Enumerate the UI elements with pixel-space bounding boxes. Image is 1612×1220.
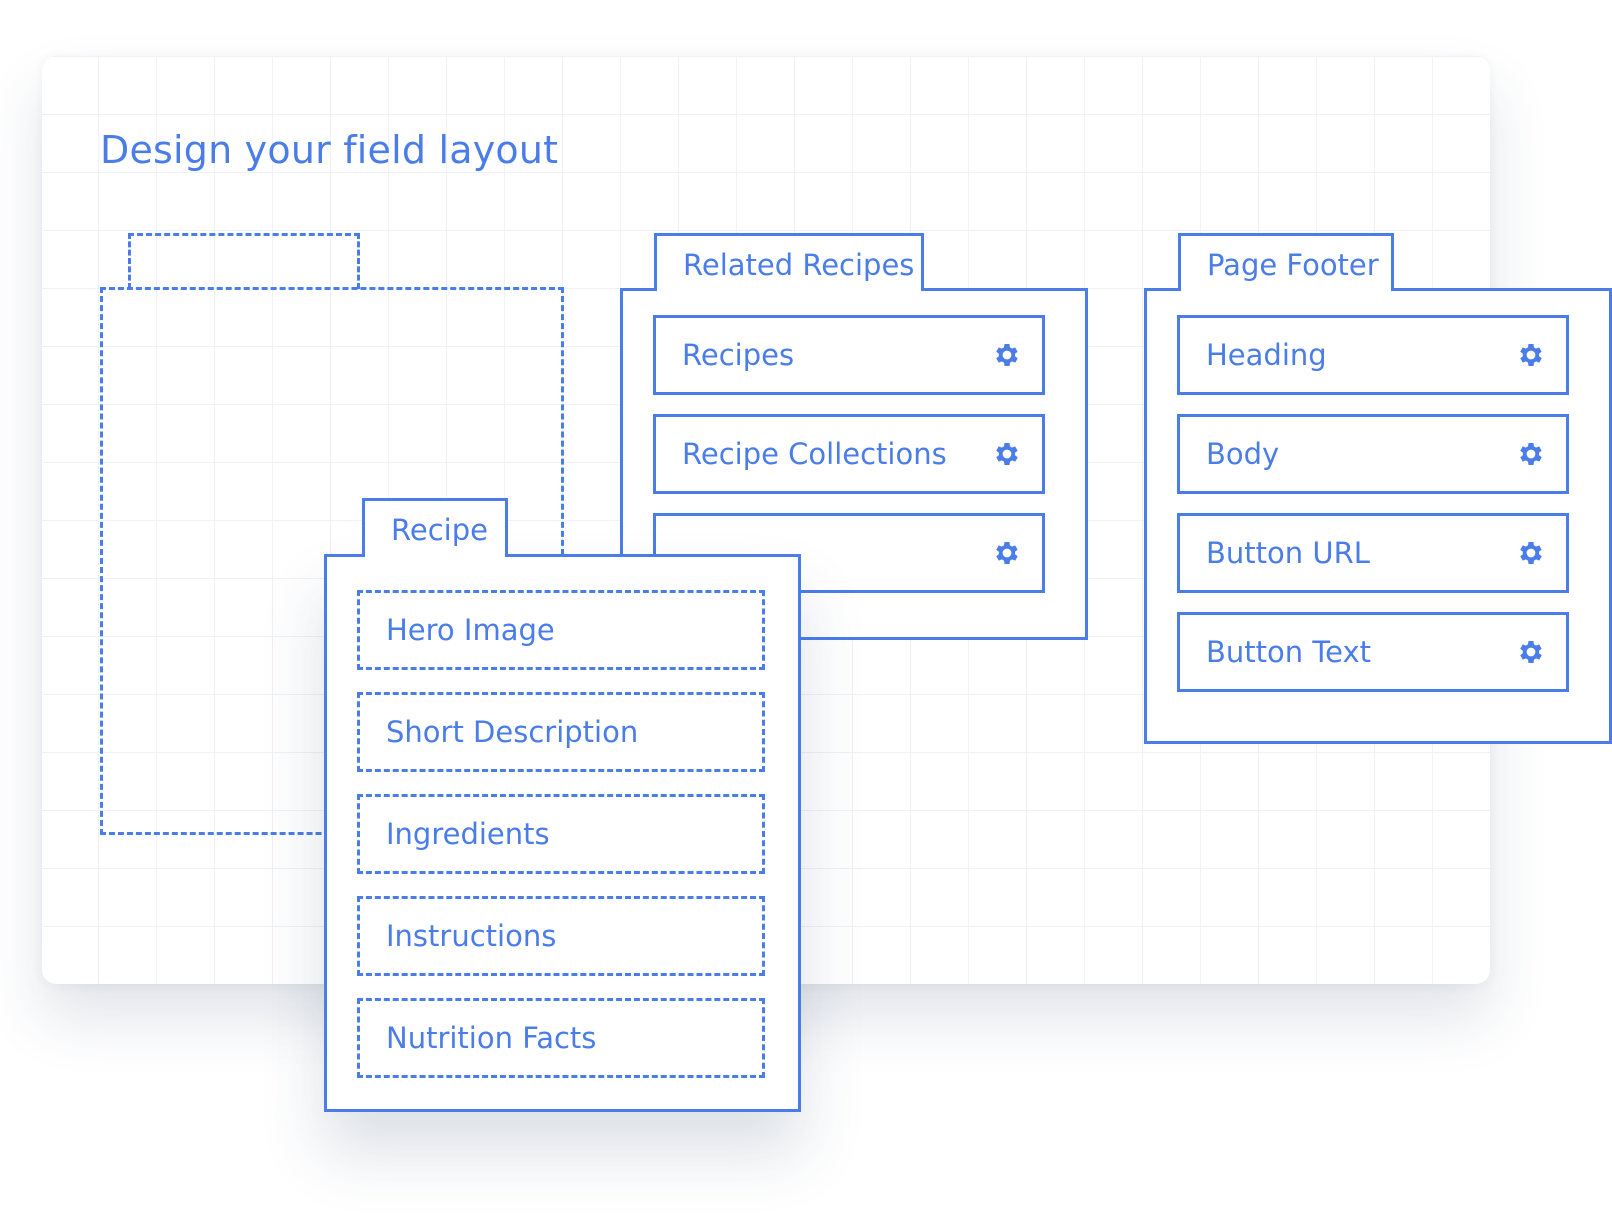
drop-zone-tab[interactable]	[128, 233, 360, 289]
field-label: Hero Image	[386, 613, 555, 647]
group-body-related-recipes: Recipes Recipe Collections	[620, 288, 1088, 640]
group-tab-related-recipes[interactable]: Related Recipes	[654, 233, 924, 295]
field-heading[interactable]: Heading	[1177, 315, 1569, 395]
gear-icon[interactable]	[1516, 637, 1546, 667]
gear-icon[interactable]	[1516, 340, 1546, 370]
page-title: Design your field layout	[100, 128, 559, 172]
gear-icon[interactable]	[992, 340, 1022, 370]
field-label: Recipe Collections	[682, 437, 947, 471]
field-button-text[interactable]: Button Text	[1177, 612, 1569, 692]
field-label: Heading	[1206, 338, 1327, 372]
field-label: Button URL	[1206, 536, 1370, 570]
field-label: Button Text	[1206, 635, 1372, 669]
group-tab-recipe[interactable]: Recipe	[362, 498, 508, 560]
group-tab-page-footer[interactable]: Page Footer	[1178, 233, 1394, 295]
gear-icon[interactable]	[1516, 538, 1546, 568]
field-label: Instructions	[386, 919, 557, 953]
field-nutrition-facts[interactable]: Nutrition Facts	[357, 998, 765, 1078]
field-label: Nutrition Facts	[386, 1021, 597, 1055]
field-recipes[interactable]: Recipes	[653, 315, 1045, 395]
field-short-description[interactable]: Short Description	[357, 692, 765, 772]
field-label: Short Description	[386, 715, 639, 749]
field-button-url[interactable]: Button URL	[1177, 513, 1569, 593]
field-instructions[interactable]: Instructions	[357, 896, 765, 976]
field-label: Recipes	[682, 338, 795, 372]
field-ingredients[interactable]: Ingredients	[357, 794, 765, 874]
field-hero-image[interactable]: Hero Image	[357, 590, 765, 670]
field-label: Body	[1206, 437, 1280, 471]
gear-icon[interactable]	[992, 538, 1022, 568]
gear-icon[interactable]	[992, 439, 1022, 469]
group-body-recipe: Hero Image Short Description Ingredients…	[324, 554, 801, 1112]
group-body-page-footer: Heading Body Button URL Button Text	[1144, 288, 1612, 744]
gear-icon[interactable]	[1516, 439, 1546, 469]
field-body[interactable]: Body	[1177, 414, 1569, 494]
field-recipe-collections[interactable]: Recipe Collections	[653, 414, 1045, 494]
field-label: Ingredients	[386, 817, 550, 851]
